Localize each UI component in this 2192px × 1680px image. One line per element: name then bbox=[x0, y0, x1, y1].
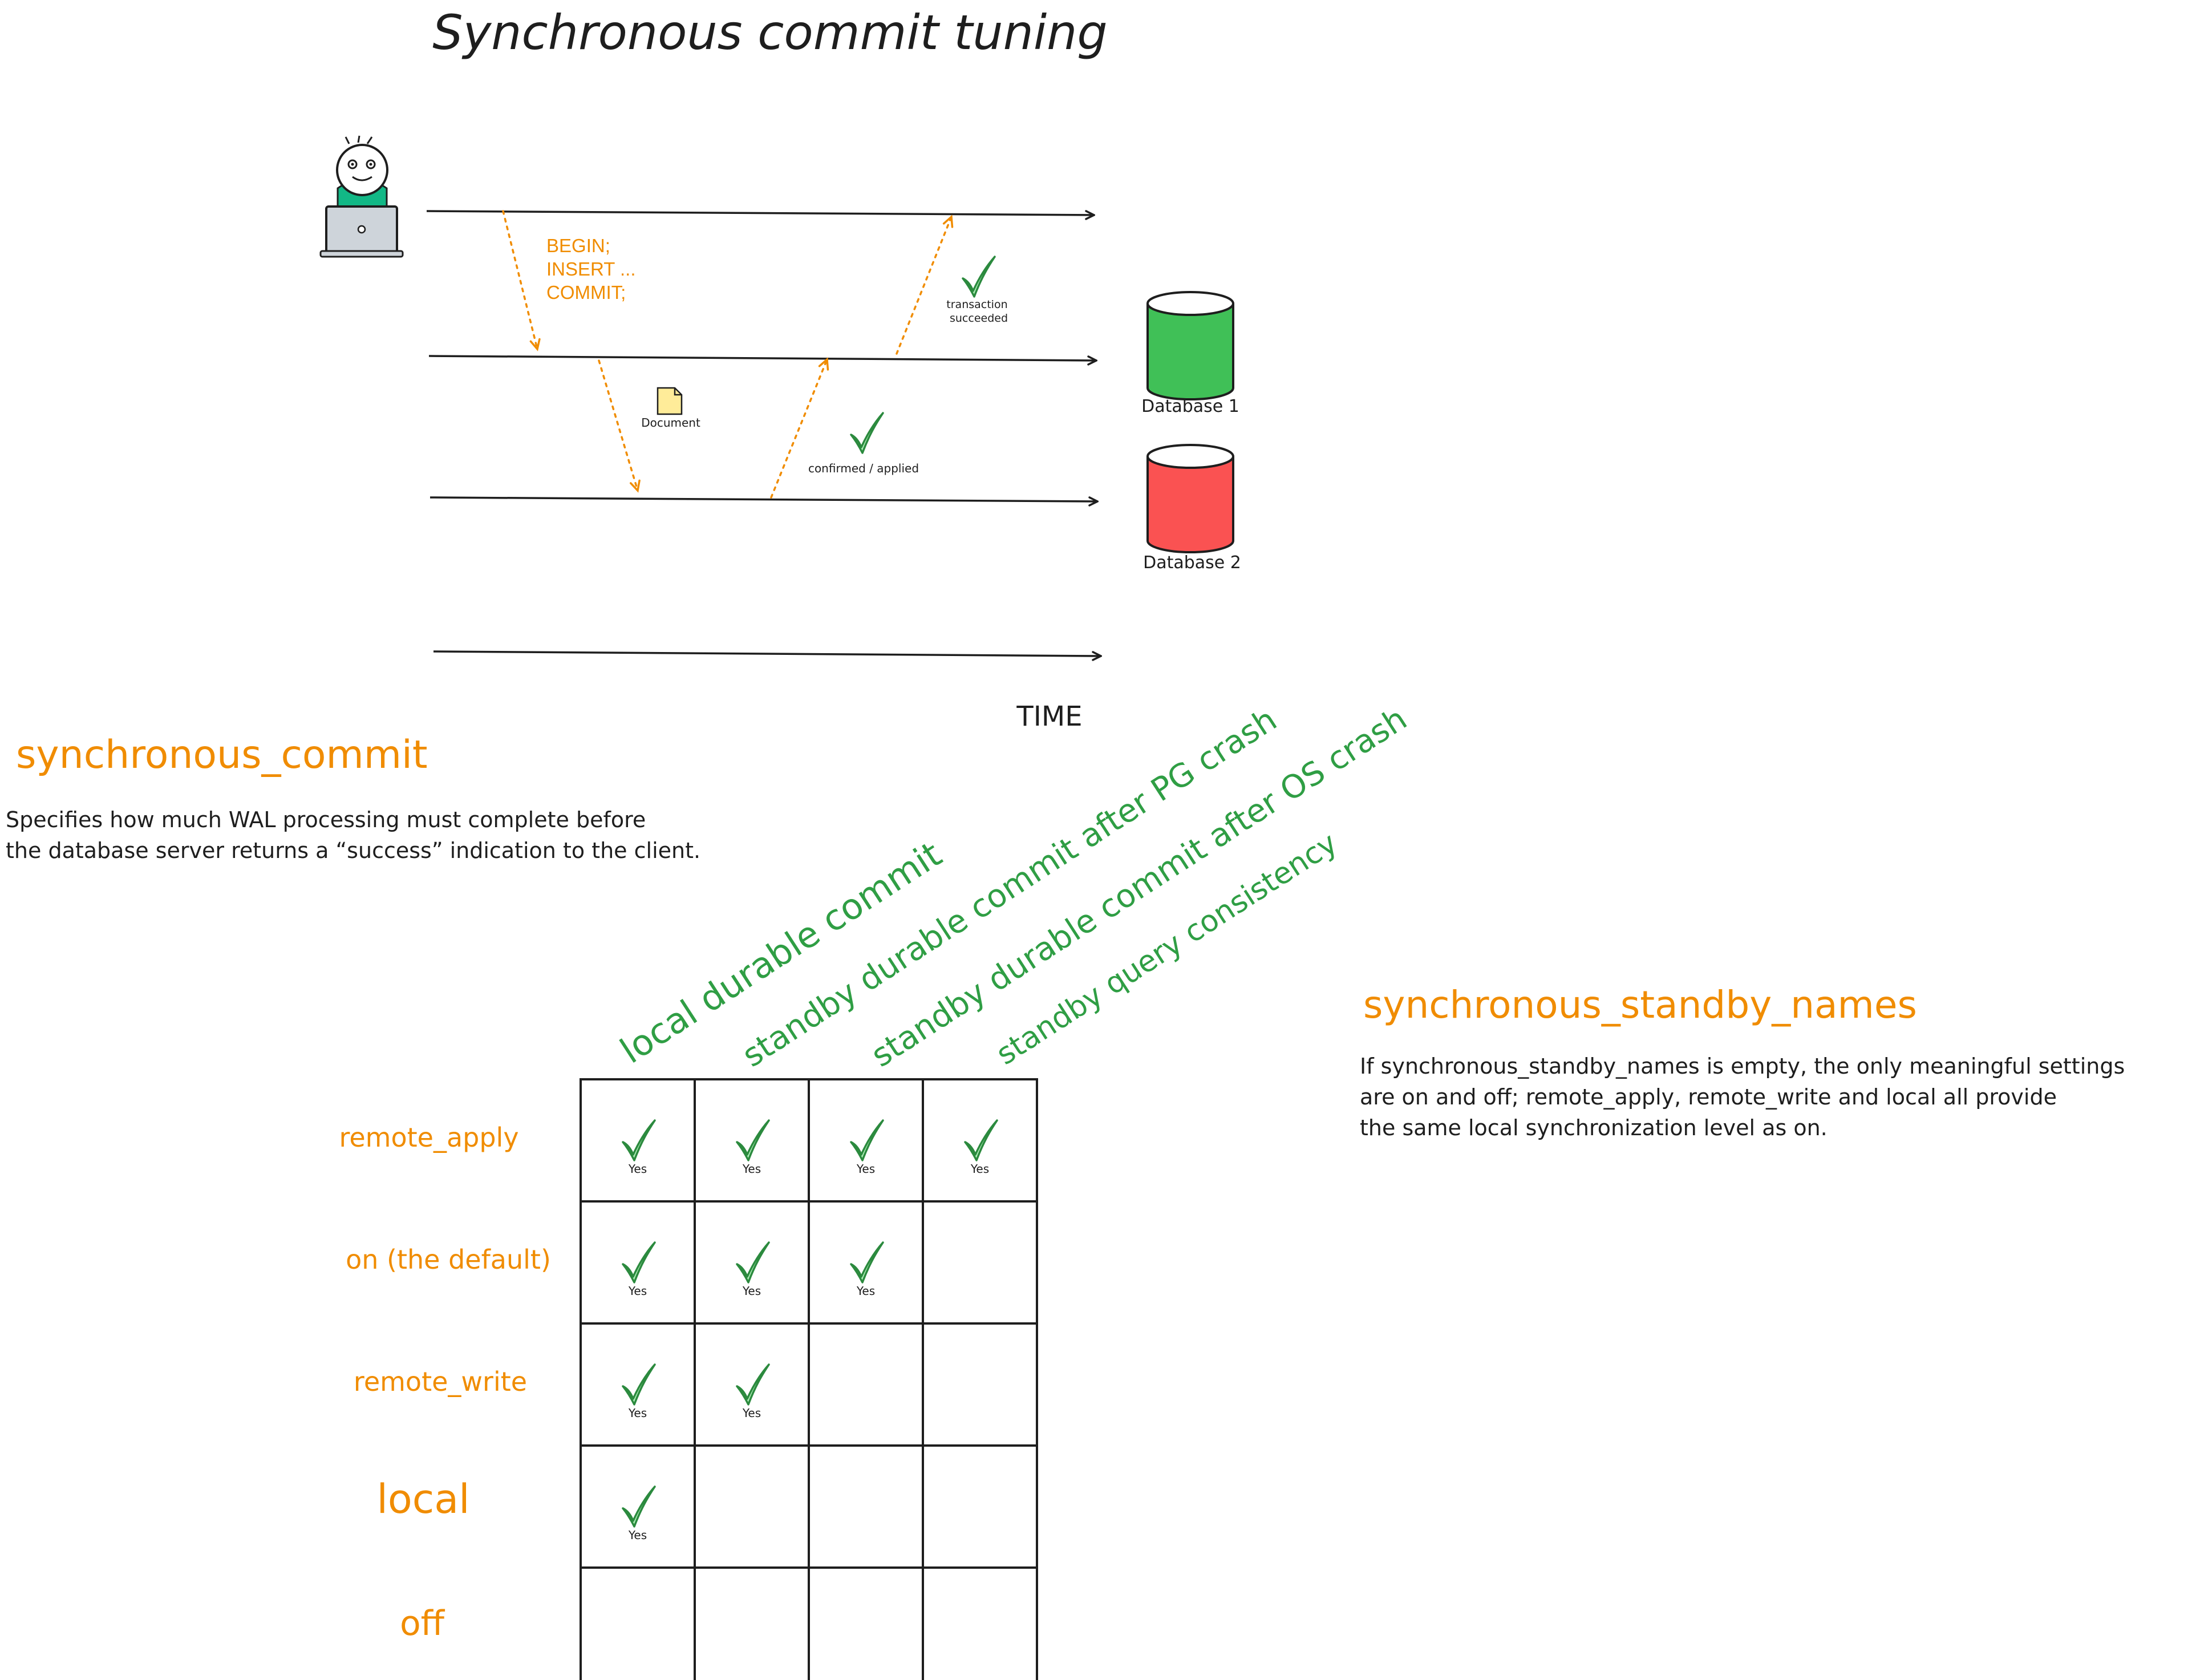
check-icon bbox=[850, 412, 884, 454]
row-label: remote_write bbox=[354, 1366, 527, 1397]
row-label: local bbox=[376, 1476, 469, 1523]
description-line: If synchronous_standby_names is empty, t… bbox=[1360, 1054, 2125, 1079]
document-label: Document bbox=[641, 416, 700, 430]
matrix-cell bbox=[808, 1322, 924, 1447]
yes-label: Yes bbox=[742, 1162, 761, 1176]
matrix-cell bbox=[694, 1444, 810, 1569]
description-line: the database server returns a “success” … bbox=[6, 838, 700, 863]
matrix-cell bbox=[808, 1566, 924, 1680]
timeline-client bbox=[426, 211, 1094, 215]
yes-label: Yes bbox=[628, 1406, 647, 1420]
matrix-cell bbox=[580, 1078, 696, 1203]
matrix-cell bbox=[694, 1322, 810, 1447]
yes-label: Yes bbox=[856, 1162, 875, 1176]
matrix-cell bbox=[808, 1444, 924, 1569]
row-label: on (the default) bbox=[346, 1244, 551, 1275]
matrix-cell bbox=[694, 1078, 810, 1203]
matrix-cell bbox=[580, 1200, 696, 1325]
synchronous-standby-names-heading: synchronous_standby_names bbox=[1363, 983, 1917, 1027]
row-label: off bbox=[400, 1604, 445, 1643]
description-line: are on and off; remote_apply, remote_wri… bbox=[1360, 1084, 2057, 1110]
sql-line: INSERT ... bbox=[546, 258, 636, 280]
arrow-db1-to-db2 bbox=[598, 359, 641, 493]
yes-label: Yes bbox=[856, 1284, 875, 1298]
yes-label: Yes bbox=[742, 1284, 761, 1298]
matrix-cell bbox=[580, 1444, 696, 1569]
description-line: Specifies how much WAL processing must c… bbox=[6, 807, 646, 832]
yes-label: Yes bbox=[742, 1406, 761, 1420]
database-1-icon bbox=[1146, 291, 1234, 400]
page-title: Synchronous commit tuning bbox=[432, 5, 1107, 60]
synchronous-commit-description: Specifies how much WAL processing must c… bbox=[6, 807, 700, 863]
transaction-succeeded-label: transaction succeeded bbox=[946, 298, 1011, 325]
column-header: standby durable commit after PG crash bbox=[736, 701, 1283, 1075]
matrix-cell bbox=[694, 1566, 810, 1680]
sql-message: BEGIN; INSERT ... COMMIT; bbox=[546, 235, 641, 303]
user-icon bbox=[319, 135, 404, 258]
matrix-cell bbox=[922, 1200, 1038, 1325]
synchronous-commit-heading: synchronous_commit bbox=[16, 732, 428, 778]
description-line: the same local synchronization level as … bbox=[1360, 1115, 1828, 1140]
sql-line: BEGIN; bbox=[546, 235, 610, 256]
arrow-db1-to-client bbox=[896, 214, 954, 355]
yes-label: Yes bbox=[628, 1284, 647, 1298]
confirmed-label: confirmed / applied bbox=[808, 462, 919, 475]
database-2-label: Database 2 bbox=[1143, 553, 1241, 573]
yes-label: Yes bbox=[970, 1162, 989, 1176]
row-label: remote_apply bbox=[339, 1122, 518, 1153]
database-2-icon bbox=[1146, 444, 1234, 553]
transaction-succeeded-line: transaction bbox=[946, 298, 1007, 311]
matrix-cell bbox=[922, 1078, 1038, 1203]
transaction-succeeded-line: succeeded bbox=[950, 312, 1008, 325]
synchronous-standby-names-description: If synchronous_standby_names is empty, t… bbox=[1360, 1054, 2132, 1140]
matrix-cell bbox=[580, 1566, 696, 1680]
matrix-cell bbox=[580, 1322, 696, 1447]
matrix-cell bbox=[922, 1566, 1038, 1680]
matrix-cell bbox=[922, 1444, 1038, 1569]
arrow-db2-to-db1 bbox=[770, 357, 829, 499]
arrow-client-to-db1 bbox=[502, 210, 541, 351]
matrix-cell bbox=[922, 1322, 1038, 1447]
timeline-time-axis bbox=[433, 650, 1101, 656]
matrix-cell bbox=[694, 1200, 810, 1325]
timeline-database-2 bbox=[430, 497, 1097, 501]
time-label: TIME bbox=[1016, 701, 1082, 732]
matrix-cell bbox=[808, 1078, 924, 1203]
check-icon bbox=[962, 256, 996, 298]
yes-label: Yes bbox=[628, 1528, 647, 1542]
document-icon bbox=[657, 387, 683, 415]
column-header: standby durable commit after OS crash bbox=[865, 701, 1413, 1075]
yes-label: Yes bbox=[628, 1162, 647, 1176]
timeline-database-1 bbox=[428, 355, 1096, 361]
database-1-label: Database 1 bbox=[1141, 396, 1239, 416]
matrix-cell bbox=[808, 1200, 924, 1325]
sql-line: COMMIT; bbox=[546, 282, 626, 303]
